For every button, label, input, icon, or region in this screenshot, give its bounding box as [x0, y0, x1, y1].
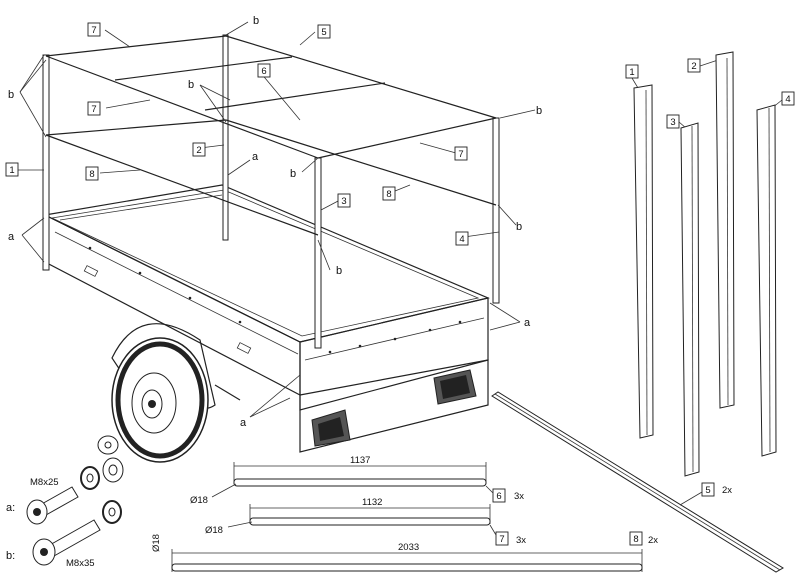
callout-part-4: 4 — [459, 234, 464, 245]
rod-6-diameter: Ø18 — [190, 495, 208, 506]
callout-part-7: 7 — [91, 25, 96, 36]
callout-part-8: 8 — [89, 169, 94, 180]
callout-part-7: 7 — [91, 104, 96, 115]
rod-6-part-number: 6 — [496, 491, 501, 502]
bolt-m8x35 — [32, 519, 101, 566]
part-callouts: 7 5 6 7 2 1 8 7 8 3 4 — [5, 22, 469, 246]
callout-b: b — [336, 265, 342, 277]
tail-light-right — [433, 369, 477, 405]
callout-a: a — [240, 417, 247, 429]
rail-part-5: 5 2x — [491, 391, 784, 573]
rod-7-part-number: 7 — [499, 534, 504, 545]
callout-a: a — [8, 231, 15, 243]
callout-b: b — [253, 15, 259, 27]
wheel — [111, 337, 209, 463]
rod-7-length: 1132 — [362, 497, 382, 508]
rod-6-length: 1137 — [350, 455, 370, 466]
upright-part-2: 2 — [687, 51, 735, 409]
part-label-2: 2 — [691, 61, 696, 72]
part-label-5: 5 — [705, 485, 710, 496]
frame-structure — [42, 34, 500, 349]
callout-part-1: 1 — [9, 165, 14, 176]
part-label-3: 3 — [670, 117, 675, 128]
rod-part-7: 1132 Ø18 7 3x — [205, 497, 526, 546]
callout-b: b — [516, 221, 522, 233]
callout-b: b — [188, 79, 194, 91]
tail-light-left — [311, 409, 351, 447]
rod-6-quantity: 3x — [514, 491, 524, 502]
rod-7-quantity: 3x — [516, 535, 526, 546]
rod-8-quantity: 2x — [648, 535, 658, 546]
callout-a: a — [524, 317, 531, 329]
rod-8-diameter: Ø18 — [151, 534, 162, 552]
loose-uprights: 1 2 3 4 — [625, 51, 795, 477]
callout-b: b — [290, 168, 296, 180]
bolt-m8x25 — [26, 486, 79, 525]
callout-b: b — [536, 105, 542, 117]
callout-part-2: 2 — [196, 145, 201, 156]
upright-part-4: 4 — [756, 91, 795, 457]
bolt-a-size: M8x25 — [30, 477, 59, 488]
upright-part-3: 3 — [666, 114, 700, 477]
callout-part-8: 8 — [386, 189, 391, 200]
callout-letters: b b b b b b b a a a a — [8, 15, 542, 429]
rod-7-diameter: Ø18 — [205, 525, 223, 536]
nut-washer-set — [80, 435, 124, 524]
fasteners: a: b: M8x25 M8x35 — [6, 435, 124, 569]
callout-part-6: 6 — [261, 66, 266, 77]
rod-8-length: 2033 — [398, 542, 419, 553]
callout-part-7: 7 — [458, 149, 463, 160]
callout-a: a — [252, 151, 259, 163]
rod-8-part-number: 8 — [633, 534, 638, 545]
bolt-b-size: M8x35 — [66, 558, 95, 569]
leader-lines — [18, 21, 536, 418]
trailer-body — [44, 184, 490, 463]
rod-part-8: 2033 Ø18 8 2x — [151, 531, 658, 572]
callout-b: b — [8, 89, 14, 101]
upright-part-1: 1 — [625, 64, 654, 439]
rod-part-6: 1137 Ø18 6 3x — [190, 455, 524, 506]
callout-part-3: 3 — [341, 196, 346, 207]
part-label-1: 1 — [629, 67, 634, 78]
fastener-b-prefix: b: — [6, 550, 15, 562]
fastener-a-prefix: a: — [6, 502, 15, 514]
part-5-quantity: 2x — [722, 485, 732, 496]
callout-part-5: 5 — [321, 27, 326, 38]
part-label-4: 4 — [785, 94, 790, 105]
